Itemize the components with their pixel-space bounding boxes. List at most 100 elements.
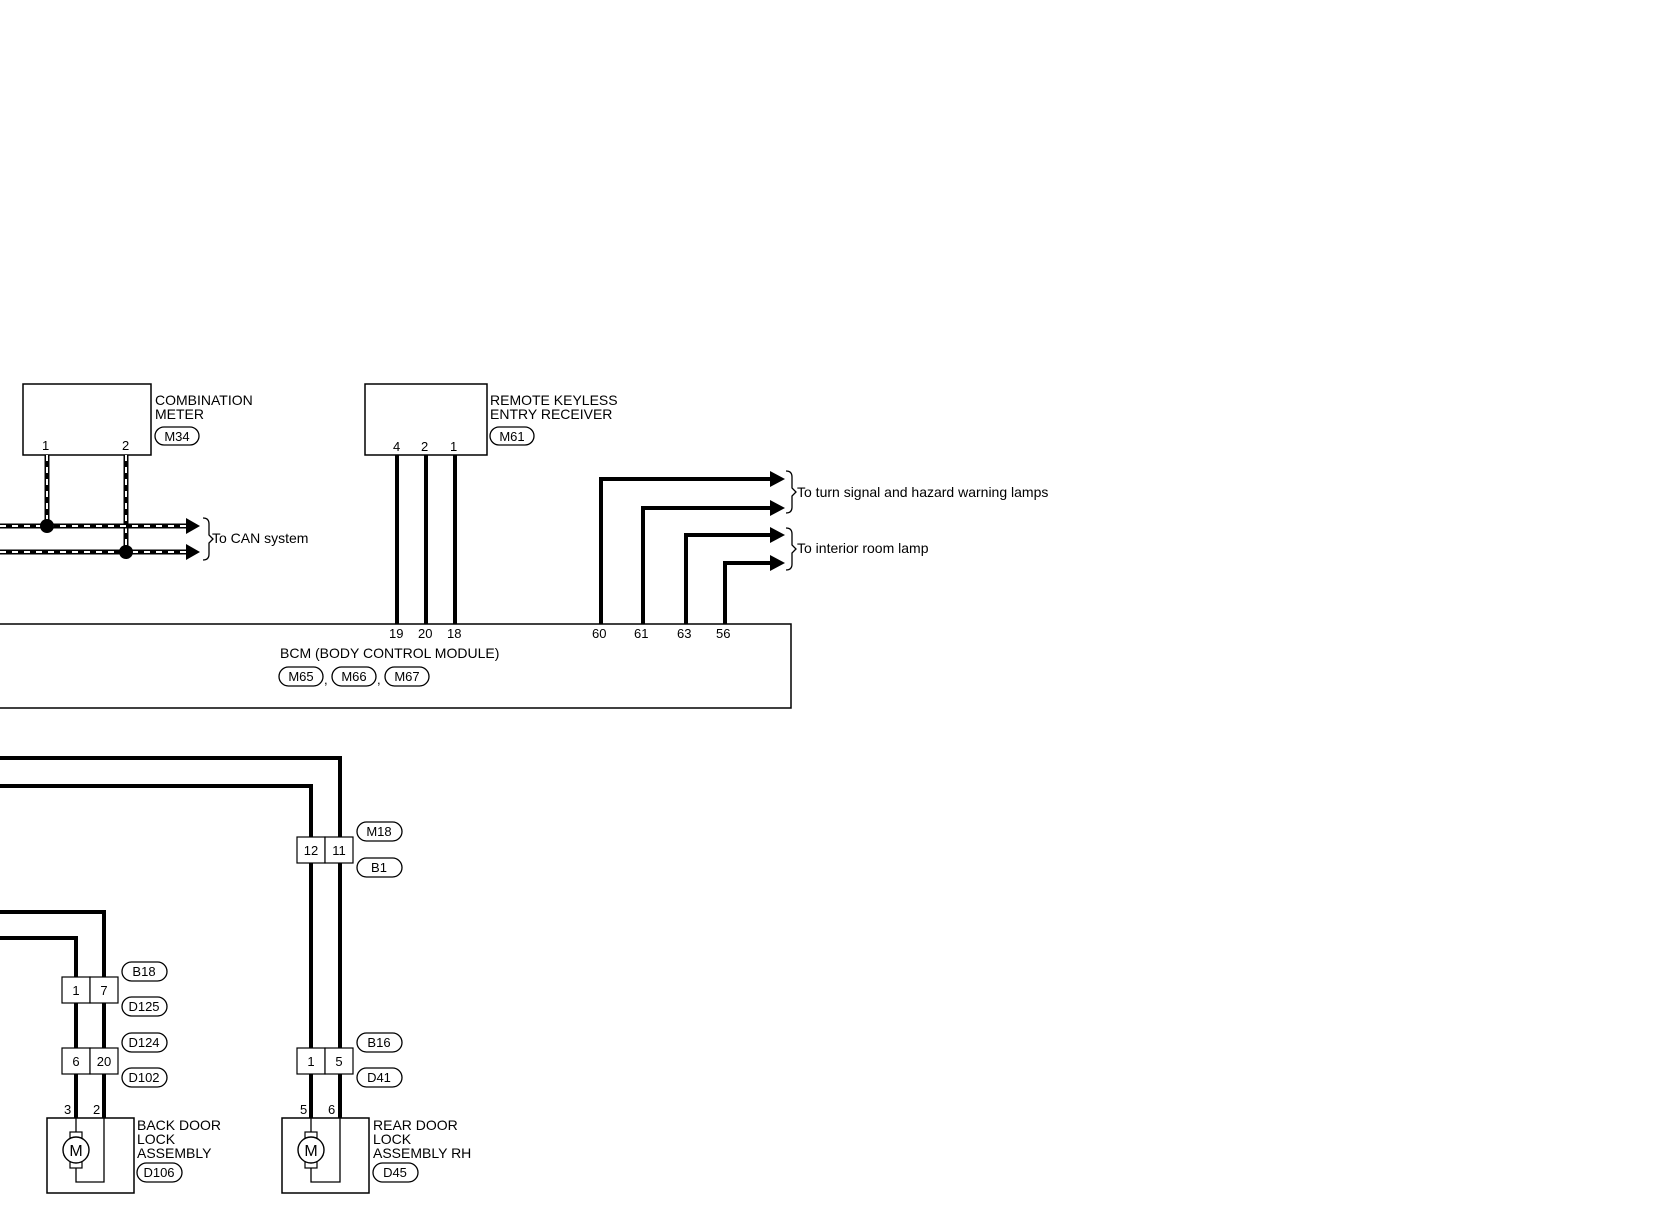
- rear-door-pin-6: 6: [328, 1102, 335, 1117]
- combination-meter-box: [22, 383, 152, 456]
- rear-door-motor-symbol: M: [304, 1143, 317, 1160]
- can-l-arrow: [186, 544, 200, 560]
- connector-d102-tag: [121, 1067, 168, 1088]
- connector-m65-tag: [278, 666, 324, 687]
- wire-back-door-outer: [0, 910, 106, 1130]
- connector-b16-tag: [356, 1032, 403, 1053]
- connector-m66-tag: [331, 666, 377, 687]
- bcm-connector-separator-2: ,: [377, 672, 381, 687]
- connector-d106-tag: [136, 1162, 183, 1183]
- door-lock-wires: [0, 756, 342, 1130]
- bcm-pin-60: 60: [592, 626, 606, 641]
- turn-signal-label: To turn signal and hazard warning lamps: [797, 484, 1048, 500]
- turn-signal-brace: [785, 470, 797, 514]
- rke-pin-4: 4: [393, 439, 400, 454]
- arrow-63: [770, 527, 785, 543]
- wire-61-turn-signal: [641, 506, 772, 624]
- d124-d102-pin-20: 20: [97, 1054, 111, 1069]
- combination-meter-pin-2: 2: [122, 438, 129, 453]
- connector-m18-tag: [356, 821, 403, 842]
- bcm-label: BCM (BODY CONTROL MODULE): [280, 645, 499, 661]
- m18-b1-pin-12: 12: [304, 843, 318, 858]
- joint-connector-b18-d125: 1 7 B18 D125: [61, 961, 168, 1017]
- wire-63-interior: [684, 533, 772, 624]
- back-door-label-line3: ASSEMBLY: [137, 1145, 212, 1161]
- b16-d41-pin-5: 5: [335, 1054, 342, 1069]
- b18-d125-pin-1: 1: [72, 983, 79, 998]
- can-system-label: To CAN system: [212, 530, 308, 546]
- back-door-lock-box: [46, 1117, 135, 1194]
- connector-d124-tag: [121, 1032, 168, 1053]
- rke-receiver-label-line1: REMOTE KEYLESS: [490, 392, 618, 408]
- arrow-61: [770, 500, 785, 516]
- connector-m66-label: M66: [341, 669, 366, 684]
- connector-b1-tag: [356, 857, 403, 878]
- connector-m61-label: M61: [499, 429, 524, 444]
- can-l-splice: [119, 545, 133, 559]
- can-bus-lines: To CAN system: [0, 455, 308, 561]
- wire-60-turn-signal: [599, 477, 772, 624]
- back-door-label-line2: LOCK: [137, 1131, 176, 1147]
- motor-icon: [297, 1136, 325, 1164]
- bcm-box: [0, 623, 792, 709]
- can-brace: [202, 517, 214, 561]
- connector-m67-tag: [384, 666, 430, 687]
- rear-door-label-line1: REAR DOOR: [373, 1117, 458, 1133]
- can-h-arrow: [186, 518, 200, 534]
- back-door-pin-2: 2: [93, 1102, 100, 1117]
- bcm-pin-18: 18: [447, 626, 461, 641]
- connector-d45-label: D45: [383, 1165, 407, 1180]
- interior-lamp-label: To interior room lamp: [797, 540, 929, 556]
- b16-d41-pin-5-cell: [324, 1047, 354, 1075]
- combination-meter: COMBINATION METER M34 1 2: [22, 383, 253, 456]
- back-door-pin-3: 3: [64, 1102, 71, 1117]
- arrow-56: [770, 555, 785, 571]
- joint-connector-b16-d41: 1 5 B16 D41: [296, 1032, 403, 1088]
- connector-m34-label: M34: [164, 429, 189, 444]
- motor-icon: [62, 1136, 90, 1164]
- connector-d124-label: D124: [128, 1035, 159, 1050]
- d124-d102-pin-20-cell: [89, 1047, 119, 1075]
- bcm-pin-61: 61: [634, 626, 648, 641]
- connector-d41-label: D41: [367, 1070, 391, 1085]
- m18-b1-pin-11: 11: [332, 843, 346, 858]
- lamp-output-wires: To turn signal and hazard warning lamps …: [599, 470, 1048, 624]
- connector-b1-label: B1: [371, 860, 387, 875]
- connector-d41-tag: [356, 1067, 403, 1088]
- bcm-pin-19: 19: [389, 626, 403, 641]
- can-h-splice: [40, 519, 54, 533]
- combination-meter-label-line2: METER: [155, 406, 204, 422]
- connector-m34-tag: [154, 426, 200, 446]
- bcm-pin-20: 20: [418, 626, 432, 641]
- combination-meter-label-line1: COMBINATION: [155, 392, 253, 408]
- connector-m65-label: M65: [288, 669, 313, 684]
- rke-receiver: REMOTE KEYLESS ENTRY RECEIVER M61 4 2 1: [364, 383, 618, 624]
- connector-b16-label: B16: [367, 1035, 390, 1050]
- connector-d102-label: D102: [128, 1070, 159, 1085]
- bcm-pin-63: 63: [677, 626, 691, 641]
- rke-pin-1: 1: [450, 439, 457, 454]
- back-door-label-line1: BACK DOOR: [137, 1117, 221, 1133]
- wire-56-interior: [723, 561, 772, 624]
- wire-rear-door-inner: [0, 784, 313, 1130]
- bcm-pin-56: 56: [716, 626, 730, 641]
- d124-d102-pin-6: 6: [72, 1054, 79, 1069]
- wire-rear-door-outer: [0, 756, 342, 1130]
- rke-receiver-box: [364, 383, 488, 456]
- bcm-connector-separator-1: ,: [324, 672, 328, 687]
- rear-door-label-line3: ASSEMBLY RH: [373, 1145, 471, 1161]
- rear-door-lock-assembly-rh: 5 6 M REAR DOOR LOCK ASSEMBLY RH D45: [281, 1102, 471, 1194]
- combination-meter-pin-1: 1: [42, 438, 49, 453]
- connector-m67-label: M67: [394, 669, 419, 684]
- rke-receiver-label-line2: ENTRY RECEIVER: [490, 406, 612, 422]
- connector-d45-tag: [372, 1162, 419, 1183]
- arrow-60: [770, 471, 785, 487]
- joint-connector-d124-d102: 6 20 D124 D102: [61, 1032, 168, 1088]
- connector-d106-label: D106: [143, 1165, 174, 1180]
- rke-pin-2: 2: [421, 439, 428, 454]
- connector-m18-label: M18: [366, 824, 391, 839]
- connector-b18-tag: [121, 961, 168, 982]
- m18-b1-pin-12-cell: [296, 836, 326, 864]
- b18-d125-pin-7-cell: [89, 976, 119, 1004]
- connector-d125-label: D125: [128, 999, 159, 1014]
